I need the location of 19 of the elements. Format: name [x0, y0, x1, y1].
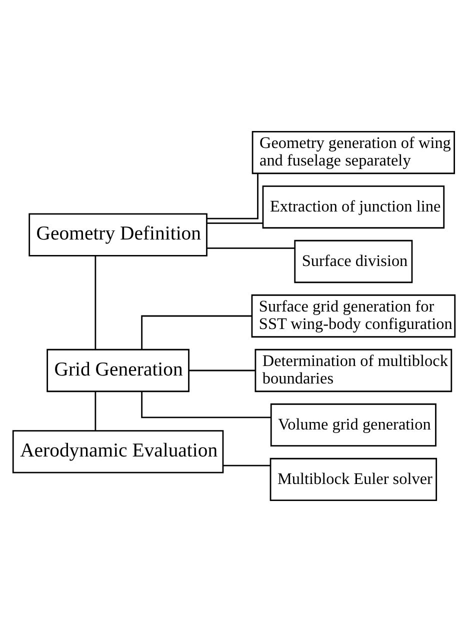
connector	[94, 256, 96, 350]
node-box: Aerodynamic Evaluation	[12, 430, 224, 474]
node-box: Surface division	[294, 240, 413, 284]
connector	[141, 392, 271, 418]
connector	[223, 464, 270, 466]
node-box: Volume grid generation	[270, 403, 436, 447]
connector	[189, 370, 256, 372]
connector	[94, 391, 96, 431]
connector	[206, 173, 258, 220]
node-box: Geometry generation of wing and fuselage separately	[252, 130, 455, 174]
node-box: Extraction of junction line	[262, 185, 445, 229]
node-box: Surface grid generation for SST wing-body configuration	[251, 294, 456, 338]
node-box: Determination of multiblock boundaries	[254, 348, 452, 392]
node-box: Multiblock Euler solver	[270, 458, 438, 502]
node-box: Geometry Definition	[28, 213, 208, 256]
node-box: Grid Generation	[46, 348, 190, 392]
connector	[207, 222, 263, 224]
connector	[207, 247, 295, 249]
connector	[141, 315, 252, 350]
